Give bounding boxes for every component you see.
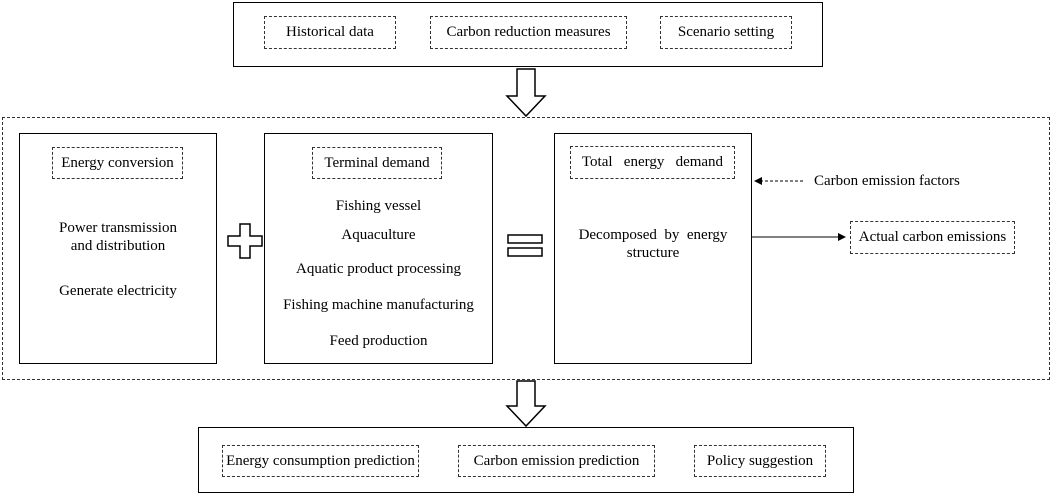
power-transmission-line1: Power transmission: [59, 220, 177, 236]
terminal-item-fishing-machine: Fishing machine manufacturing: [283, 297, 474, 313]
actual-carbon-emissions: Actual carbon emissions: [850, 221, 1015, 254]
actual-carbon-emissions-label: Actual carbon emissions: [858, 229, 1007, 245]
decomposed-line2: structure: [626, 245, 680, 261]
terminal-item-fishing-vessel: Fishing vessel: [335, 198, 422, 214]
total-demand-title-label: Total energy demand: [581, 154, 724, 170]
model-container: [2, 117, 1050, 380]
down-arrow-top: [505, 68, 547, 118]
input-carbon-reduction-measures: Carbon reduction measures: [430, 16, 627, 49]
terminal-item-aquaculture: Aquaculture: [341, 227, 416, 243]
terminal-demand-title: Terminal demand: [312, 147, 442, 179]
input-carbon-reduction-label: Carbon reduction measures: [446, 24, 611, 40]
terminal-demand-title-label: Terminal demand: [324, 154, 430, 171]
input-historical-data: Historical data: [264, 16, 396, 49]
output-carbon-emission: Carbon emission prediction: [458, 445, 655, 477]
output-energy-consumption: Energy consumption prediction: [222, 445, 419, 477]
down-arrow-bottom: [505, 380, 547, 428]
output-carbon-emission-label: Carbon emission prediction: [473, 452, 640, 469]
input-historical-data-label: Historical data: [286, 24, 374, 40]
decomposed-line1: Decomposed by energy: [578, 227, 728, 243]
energy-conversion-title-label: Energy conversion: [61, 154, 174, 171]
output-energy-consumption-label: Energy consumption prediction: [226, 452, 415, 469]
input-scenario-setting-label: Scenario setting: [677, 24, 775, 40]
carbon-emission-factors-label: Carbon emission factors: [814, 173, 960, 189]
power-transmission-line2: and distribution: [70, 238, 166, 254]
equals-bar-top: [507, 234, 543, 244]
equals-bar-bottom: [507, 247, 543, 257]
terminal-item-feed-production: Feed production: [329, 333, 428, 349]
energy-conversion-title: Energy conversion: [52, 147, 183, 179]
plus-icon: [227, 223, 263, 259]
terminal-item-aquatic-processing: Aquatic product processing: [296, 261, 461, 277]
input-scenario-setting: Scenario setting: [660, 16, 792, 49]
output-policy-suggestion: Policy suggestion: [694, 445, 826, 477]
output-policy-suggestion-label: Policy suggestion: [706, 452, 814, 469]
generate-electricity: Generate electricity: [59, 283, 177, 299]
total-demand-title: Total energy demand: [570, 146, 735, 179]
